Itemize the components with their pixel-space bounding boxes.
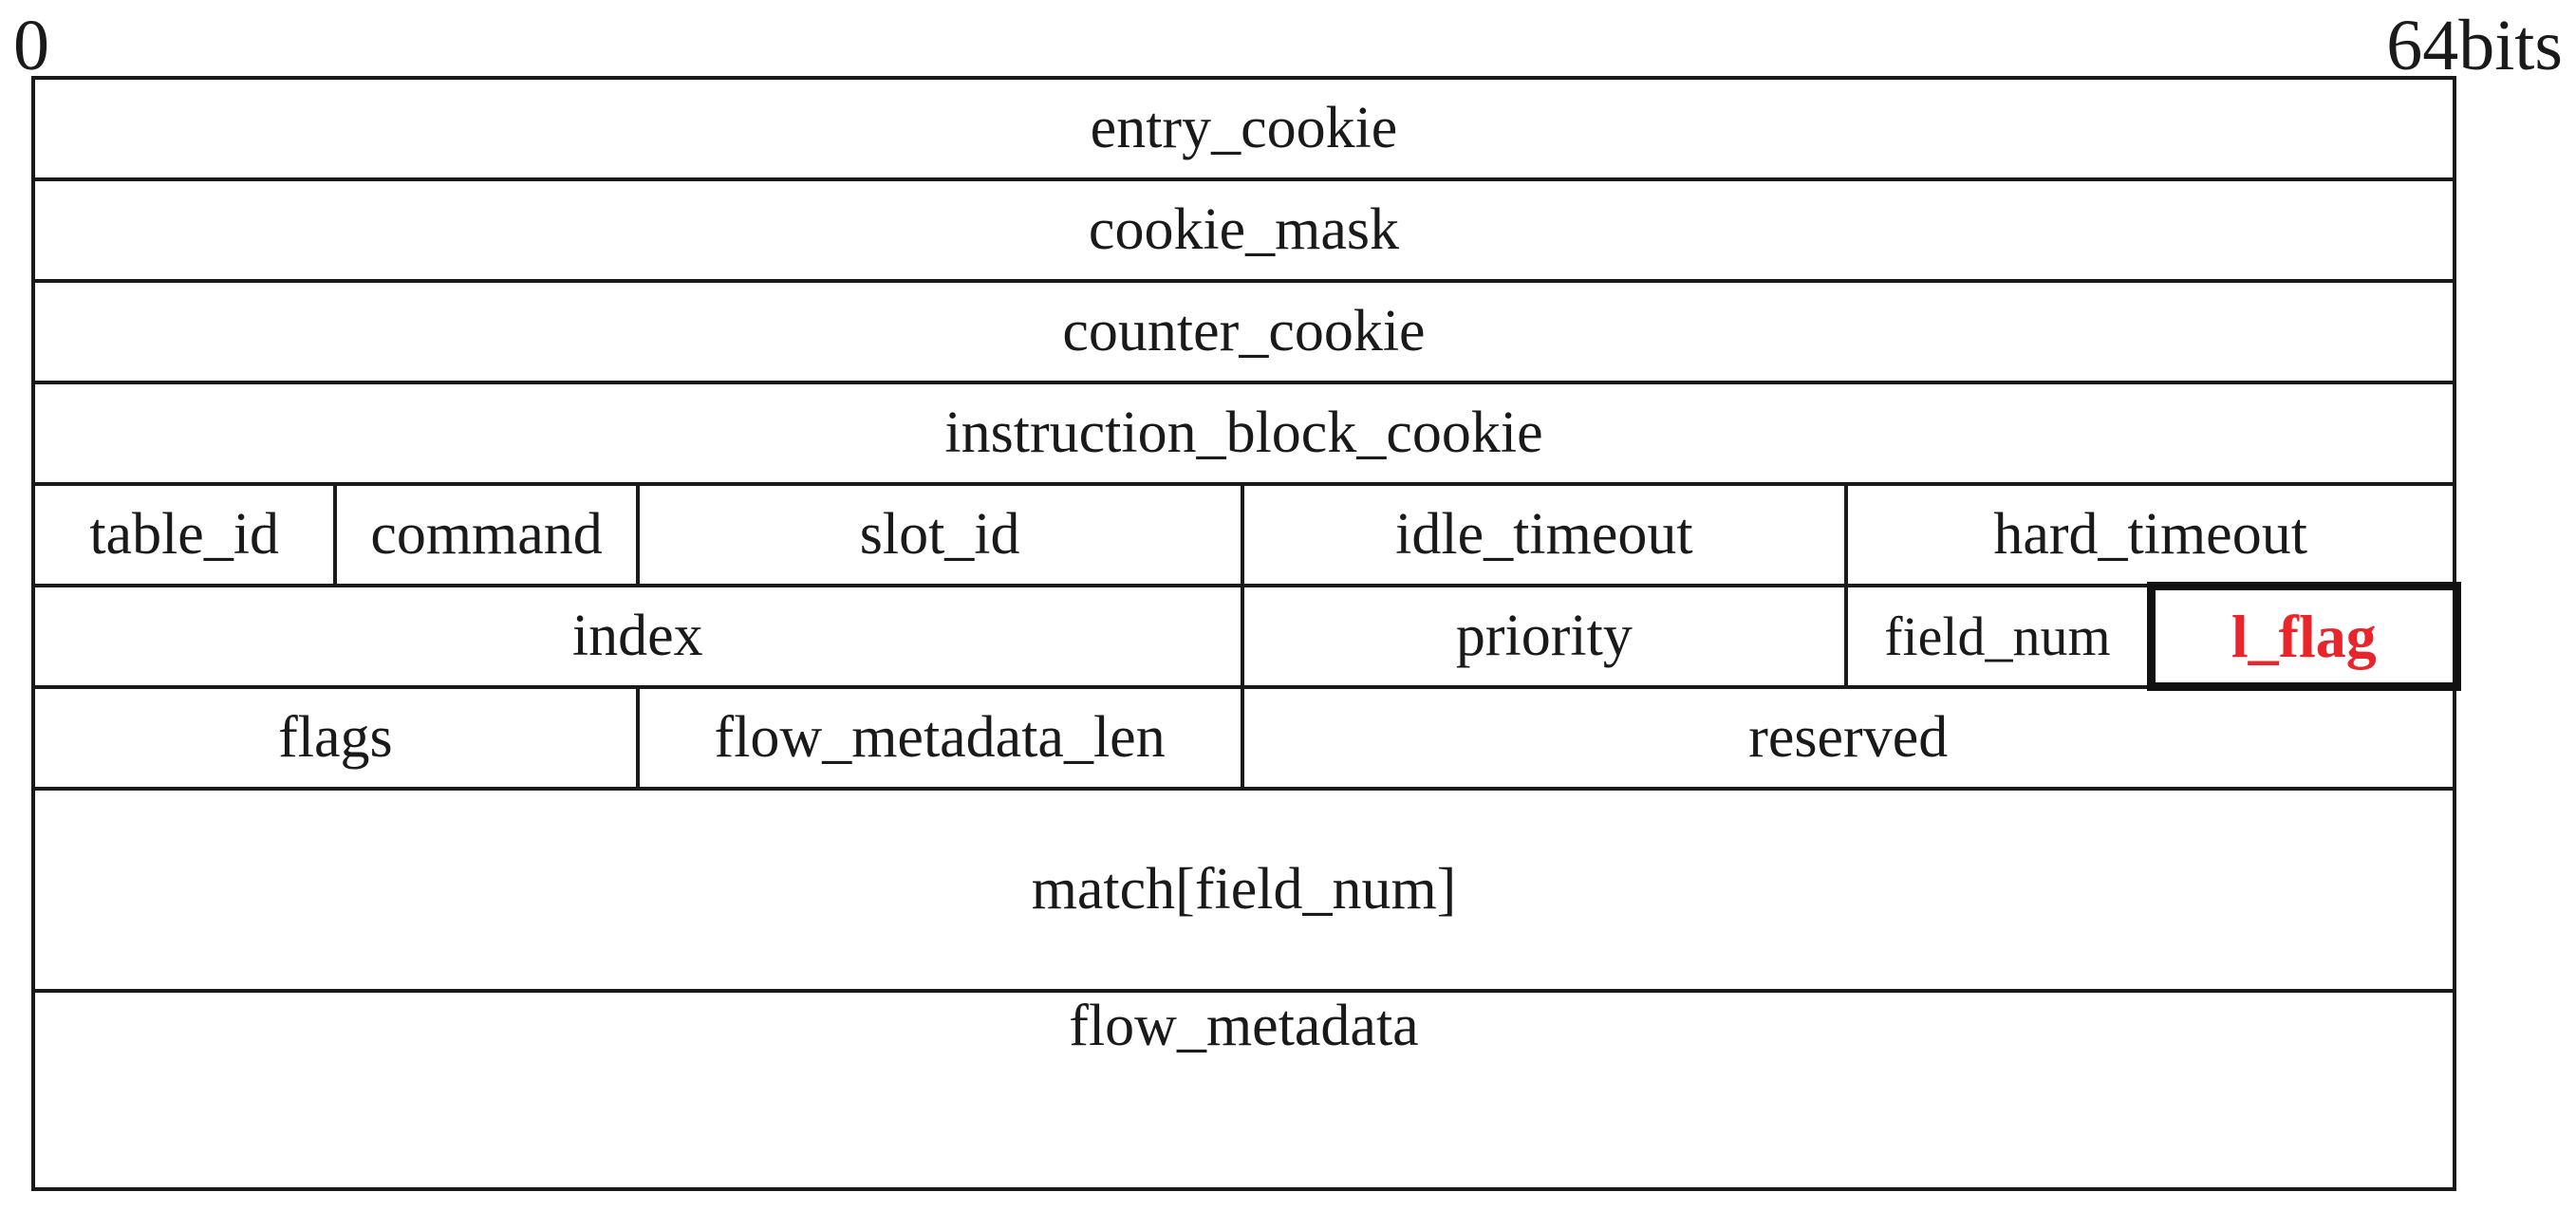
field-hard-timeout: hard_timeout xyxy=(1993,502,2307,567)
field-command: command xyxy=(337,486,640,584)
field-priority: priority xyxy=(1244,587,1849,685)
field-l-flag-cell: l_flag xyxy=(2146,582,2461,691)
row-flags-metadata-len-reserved: flags flow_metadata_len reserved xyxy=(35,689,2453,791)
field-table-id: table_id xyxy=(35,486,338,584)
field-slot-id: slot_id xyxy=(640,486,1244,584)
field-flow-metadata: flow_metadata xyxy=(1069,994,1419,1058)
bit-start-label: 0 xyxy=(13,6,49,85)
row-entry-cookie: entry_cookie xyxy=(35,80,2453,181)
row-match: match[field_num] xyxy=(35,791,2453,993)
field-index: index xyxy=(35,587,1244,685)
row-cookie-mask: cookie_mask xyxy=(35,181,2453,283)
field-cookie-mask: cookie_mask xyxy=(1088,197,1400,262)
row-instruction-block-cookie: instruction_block_cookie xyxy=(35,384,2453,486)
field-field-num: field_num xyxy=(1848,587,2151,685)
field-flow-metadata-len: flow_metadata_len xyxy=(640,689,1244,787)
row-counter-cookie: counter_cookie xyxy=(35,283,2453,384)
row-index-priority-fieldnum-lflag: index priority field_num l_flag xyxy=(35,582,2461,691)
field-idle-timeout: idle_timeout xyxy=(1244,486,1849,584)
row-table-command-slot-timeouts: table_id command slot_id idle_timeout ha… xyxy=(35,486,2453,587)
field-flags: flags xyxy=(35,689,640,787)
packet-format-diagram: entry_cookie cookie_mask counter_cookie … xyxy=(31,76,2461,1191)
field-entry-cookie: entry_cookie xyxy=(1090,96,1398,160)
field-instruction-block-cookie: instruction_block_cookie xyxy=(944,401,1543,465)
field-match: match[field_num] xyxy=(1031,857,1457,922)
row-flow-metadata: flow_metadata xyxy=(35,993,2453,1060)
field-reserved: reserved xyxy=(1748,705,1949,770)
field-counter-cookie: counter_cookie xyxy=(1062,299,1426,363)
field-l-flag-highlight: l_flag xyxy=(2146,582,2461,691)
bit-end-label: 64bits xyxy=(2386,6,2563,85)
